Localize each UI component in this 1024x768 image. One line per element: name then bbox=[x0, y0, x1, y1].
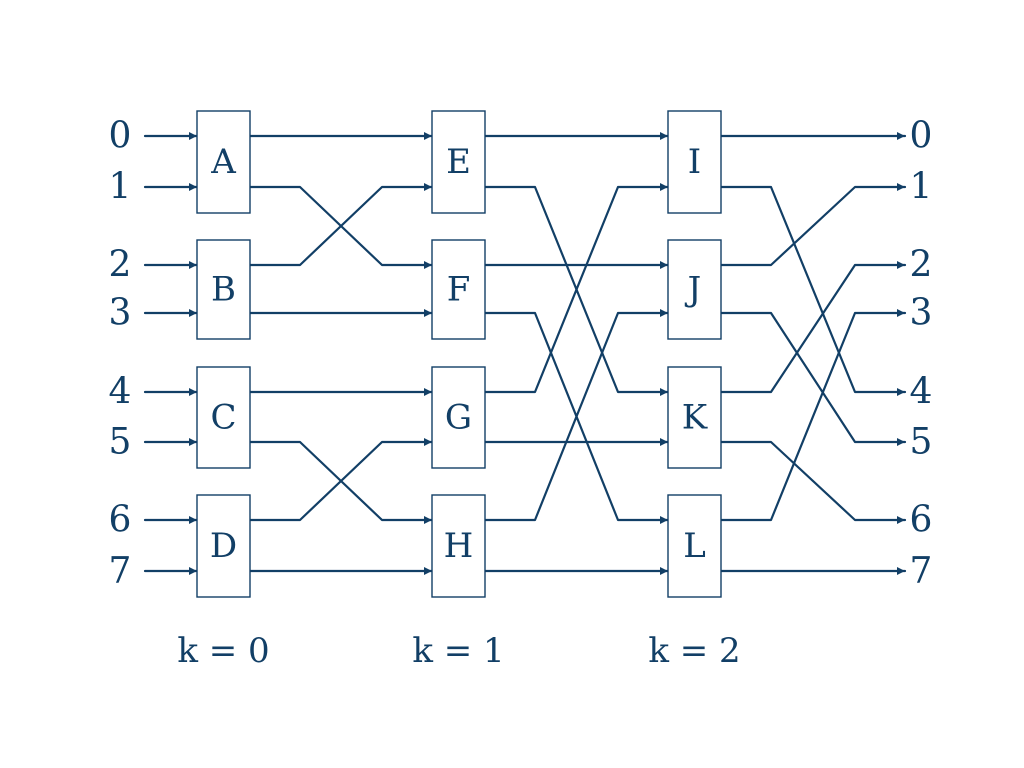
input-label-1: 1 bbox=[109, 167, 132, 208]
output-label-7: 7 bbox=[910, 551, 933, 592]
stage-wire-1-6-to-3 bbox=[483, 309, 670, 522]
switch-box-l: L bbox=[667, 494, 722, 598]
switch-box-d: D bbox=[196, 494, 251, 598]
switch-box-a: A bbox=[196, 110, 251, 214]
stage-label-1: k = 1 bbox=[412, 631, 504, 671]
input-label-7: 7 bbox=[109, 551, 132, 592]
switch-box-label: K bbox=[682, 398, 708, 438]
switch-box-label: B bbox=[211, 270, 236, 310]
stage-wire-1-4-to-1 bbox=[483, 183, 670, 394]
output-wire-1-to-4 bbox=[719, 185, 907, 396]
switch-box-h: H bbox=[431, 494, 486, 598]
switch-box-label: A bbox=[210, 142, 236, 182]
stage-label-0: k = 0 bbox=[177, 631, 269, 671]
output-wire-4-to-2 bbox=[719, 261, 907, 394]
switch-box-frame bbox=[431, 239, 486, 340]
switch-box-frame bbox=[667, 239, 722, 340]
input-label-4: 4 bbox=[109, 372, 132, 413]
switch-box-b: B bbox=[196, 239, 251, 340]
switch-box-c: C bbox=[196, 366, 251, 469]
switch-box-label: G bbox=[445, 398, 472, 438]
input-label-2: 2 bbox=[109, 245, 132, 286]
output-label-4: 4 bbox=[910, 372, 933, 413]
switch-box-j: J bbox=[667, 239, 722, 340]
output-label-6: 6 bbox=[910, 500, 933, 541]
output-wire-2-to-1 bbox=[719, 183, 907, 267]
output-wire-5-to-6 bbox=[719, 440, 907, 524]
switch-box-label: H bbox=[444, 526, 474, 566]
output-label-2: 2 bbox=[910, 245, 933, 286]
input-label-0: 0 bbox=[109, 116, 132, 157]
input-label-5: 5 bbox=[109, 422, 132, 463]
switch-layer: A B C D E F G H I J K L bbox=[196, 110, 722, 598]
switch-box-frame bbox=[196, 239, 251, 340]
output-label-1: 1 bbox=[910, 167, 933, 208]
switch-box-frame bbox=[196, 366, 251, 469]
switch-box-frame bbox=[667, 110, 722, 214]
switch-box-label: J bbox=[685, 270, 702, 310]
switch-box-frame bbox=[431, 494, 486, 598]
switch-box-label: L bbox=[683, 526, 706, 566]
switch-box-label: F bbox=[447, 270, 471, 310]
switch-box-label: D bbox=[210, 526, 237, 566]
output-wire-3-to-5 bbox=[719, 311, 907, 446]
stage-wire-0-6-to-5 bbox=[248, 438, 434, 522]
switch-box-e: E bbox=[431, 110, 486, 214]
switch-box-frame bbox=[667, 494, 722, 598]
stage-label-2: k = 2 bbox=[648, 631, 740, 671]
switch-box-label: I bbox=[688, 142, 701, 182]
switch-box-label: E bbox=[446, 142, 471, 182]
input-label-3: 3 bbox=[109, 293, 132, 334]
switch-box-k: K bbox=[667, 366, 722, 469]
stage-wire-0-2-to-1 bbox=[248, 183, 434, 267]
input-label-6: 6 bbox=[109, 500, 132, 541]
switch-box-frame bbox=[196, 494, 251, 598]
output-label-3: 3 bbox=[910, 293, 933, 334]
switch-box-f: F bbox=[431, 239, 486, 340]
output-wire-6-to-3 bbox=[719, 309, 907, 522]
switch-box-i: I bbox=[667, 110, 722, 214]
switch-box-label: C bbox=[210, 398, 236, 438]
label-layer: 0 1 2 3 4 5 6 7 0 1 2 3 4 5 6 7 k = 0 k = 1 k = 2 bbox=[109, 116, 933, 672]
switch-box-g: G bbox=[431, 366, 486, 469]
output-label-0: 0 bbox=[910, 116, 933, 157]
wire-layer bbox=[143, 132, 907, 575]
output-label-5: 5 bbox=[910, 422, 933, 463]
switch-box-frame bbox=[667, 366, 722, 469]
switch-box-frame bbox=[431, 366, 486, 469]
switch-box-frame bbox=[196, 110, 251, 214]
switch-box-frame bbox=[431, 110, 486, 214]
